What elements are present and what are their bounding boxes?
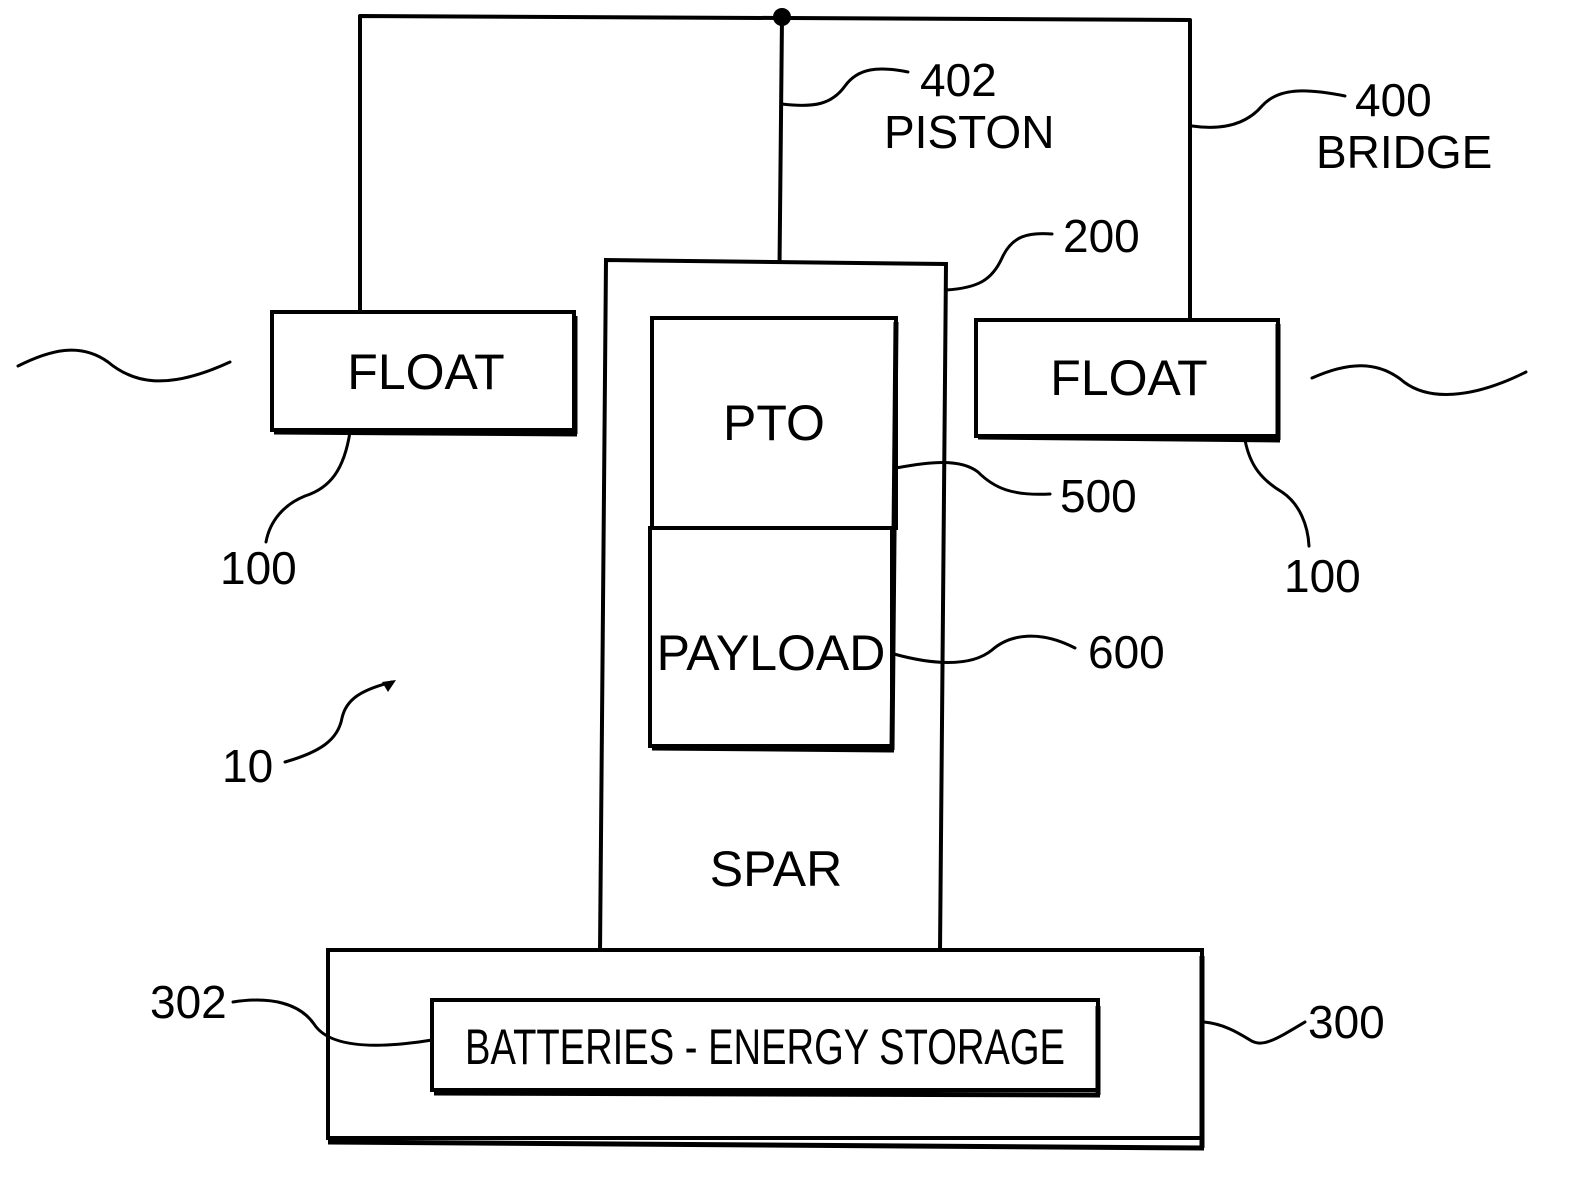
spar-number-label: 200 (1063, 210, 1140, 262)
float-left-label: FLOAT (347, 344, 504, 400)
spar-leader (946, 234, 1052, 290)
bridge-number-label: 400 (1355, 74, 1432, 126)
float-right-label: FLOAT (1050, 350, 1207, 406)
piston-leader (782, 69, 908, 105)
system-number-label: 10 (222, 740, 273, 792)
float-right-leader (1245, 440, 1309, 546)
float-left-leader (266, 432, 350, 542)
piston-number-label: 402 (920, 54, 997, 106)
float-right-shadow-bottom (978, 437, 1280, 440)
pto-label: PTO (723, 395, 825, 451)
spar-label: SPAR (710, 841, 842, 897)
payload-label: PAYLOAD (657, 625, 886, 681)
base-number-label: 300 (1308, 996, 1385, 1048)
float-right-number-label: 100 (1284, 550, 1361, 602)
system-leader (285, 682, 392, 762)
system-arrowhead (382, 680, 396, 692)
batteries-label: BATTERIES - ENERGY STORAGE (465, 1019, 1065, 1075)
float-left-number-label: 100 (220, 542, 297, 594)
bridge-leader (1192, 91, 1345, 128)
pto-number-label: 500 (1060, 470, 1137, 522)
float-left-shadow-bottom (274, 432, 577, 434)
bridge-name-label: BRIDGE (1316, 126, 1492, 178)
wave-left (18, 350, 230, 381)
payload-shadow-bottom (652, 748, 894, 750)
piston-joint (773, 8, 791, 26)
base-container-shadow-bottom (328, 1142, 1204, 1148)
base-leader (1204, 1022, 1305, 1043)
payload-number-label: 600 (1088, 626, 1165, 678)
wave-right (1312, 366, 1526, 395)
batteries-box-shadow-bottom (434, 1093, 1100, 1095)
batteries-number-label: 302 (150, 976, 227, 1028)
piston-name-label: PISTON (884, 106, 1054, 158)
